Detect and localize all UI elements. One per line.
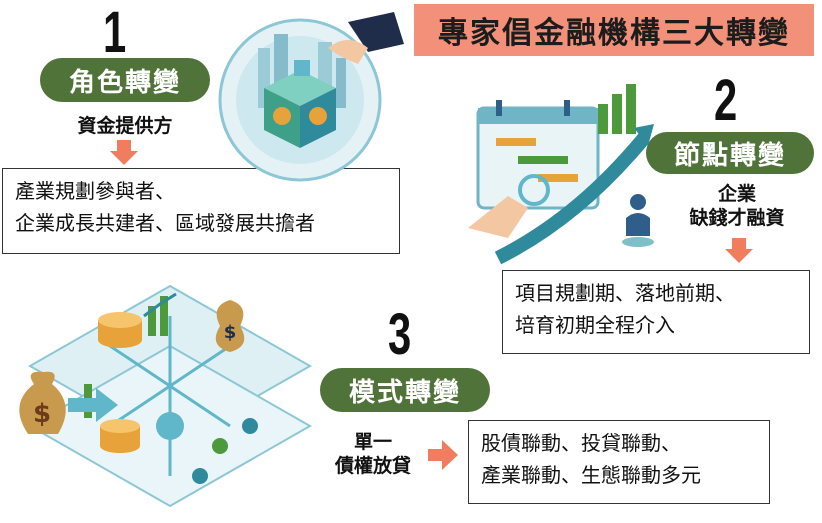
section-3-subtitle: 單一 債權放貸 [318,430,428,478]
section-3-box: 股債聯動、投貸聯動、 產業聯動、生態聯動多元 [468,420,770,504]
section-2-subtitle-line-2: 缺錢才融資 [689,207,785,229]
section-1-number: 1 [103,0,127,65]
section-3-arrow-icon [428,440,458,470]
svg-text:$: $ [224,322,237,343]
section-3-number: 3 [388,302,412,367]
section-1-box-line-1: 產業規劃參與者、 [15,179,175,203]
section-2-box-line-1: 項目規劃期、落地前期、 [515,281,735,305]
section-1-subtitle: 資金提供方 [77,115,173,137]
section-1-heading: 角色轉變 [40,58,210,102]
section-1-box-line-2: 企業成長共建者、區域發展共擔者 [15,211,315,235]
section-1-arrow-icon [110,151,138,165]
section-3-subtitle-line-2: 債權放貸 [334,455,411,477]
money-bag-icon: $ [19,371,118,434]
calendar-chart-icon [468,84,654,265]
section-2-box-line-2: 培育初期全程介入 [515,313,675,337]
city-cube-icon [218,12,404,182]
section-2-heading: 節點轉變 [646,132,814,174]
section-3-box-line-2: 產業聯動、生態聯動多元 [481,463,701,487]
page-title: 專家倡金融機構三大轉變 [414,4,814,56]
person-icon [622,194,654,247]
section-2-subtitle: 企業 缺錢才融資 [662,182,812,230]
section-2-number: 2 [714,68,738,133]
section-3-heading: 模式轉變 [320,368,490,412]
section-1-arrow-stem [117,140,131,152]
section-2-arrow-icon [725,249,753,263]
section-1-box: 產業規劃參與者、 企業成長共建者、區域發展共擔者 [2,168,400,254]
section-2-subtitle-line-1: 企業 [717,183,756,205]
section-2-arrow-stem [732,238,746,250]
section-3-subtitle-line-1: 單一 [353,431,392,453]
section-2-box: 項目規劃期、落地前期、 培育初期全程介入 [502,270,810,354]
svg-text:$: $ [33,399,51,429]
section-3-box-line-1: 股債聯動、投貸聯動、 [481,431,681,455]
